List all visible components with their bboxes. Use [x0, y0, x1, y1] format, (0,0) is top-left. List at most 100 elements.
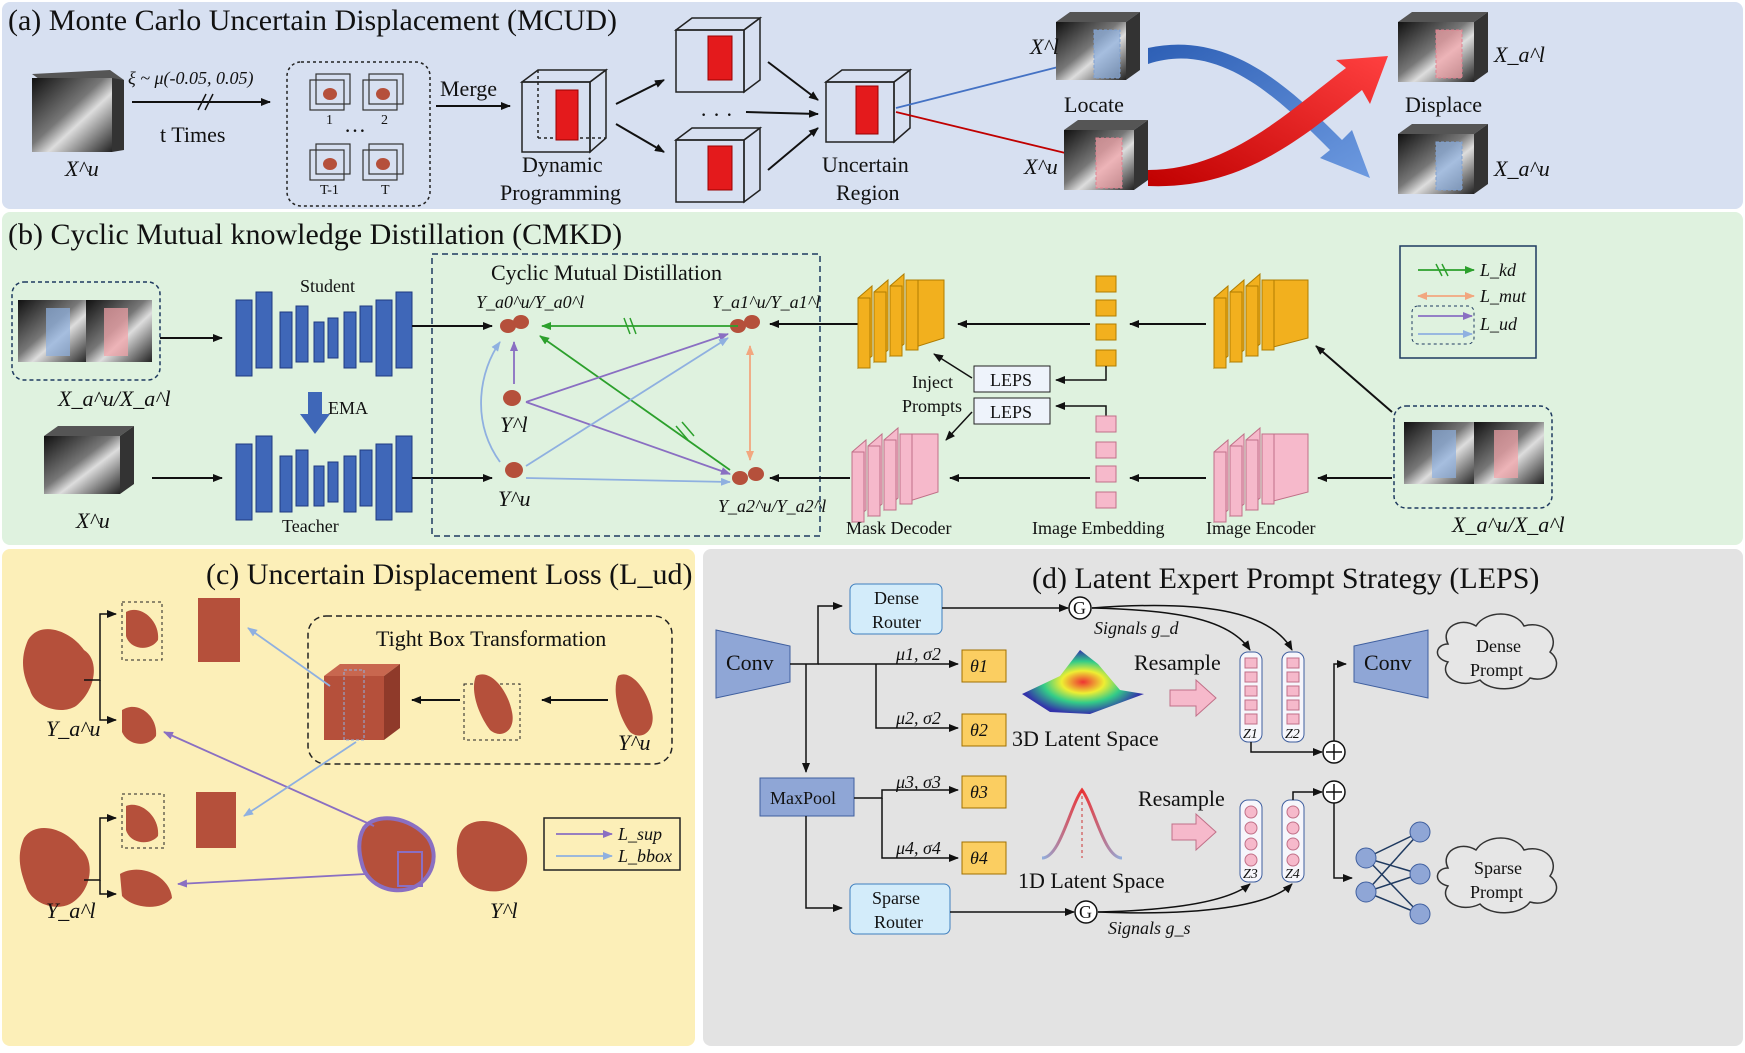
maxpool-to-sparse-router [805, 816, 843, 912]
sample-organs [323, 88, 390, 170]
expert-1-label: θ1 [970, 656, 988, 676]
break-mark-2 [204, 93, 214, 111]
organ-yal [19, 827, 90, 907]
expert-4 [961, 841, 1007, 875]
samples-box [286, 61, 431, 207]
dense-gate-label: G [1073, 598, 1086, 618]
tight-box-title: Tight Box Transformation [376, 626, 606, 651]
sparse-router-label-2: Router [874, 912, 923, 932]
merge-label: Merge [440, 76, 497, 101]
leps-box-top [973, 365, 1051, 393]
z1-to-sum [1250, 742, 1323, 756]
organ-yau [23, 629, 94, 711]
panel-c-background [2, 549, 695, 1046]
split-arrow-bottom-1 [84, 814, 117, 881]
conv-output-label: Conv [1364, 650, 1412, 675]
conv-to-dense-router [790, 602, 843, 665]
signals-d-label: Signals g_d [1094, 618, 1180, 638]
input-pair-volumes [18, 300, 152, 362]
pink-embedding [1095, 415, 1117, 509]
mu2-label: μ2, σ2 [895, 708, 941, 728]
candidate-arrow-mid [745, 109, 819, 118]
legend-mut-label: L_mut [1479, 286, 1527, 306]
gate-to-z3 [1097, 883, 1251, 913]
ct-volume-input-a [32, 70, 124, 152]
sup-arrow-top [163, 731, 375, 827]
tight-box-dashed [463, 683, 521, 741]
candidate-top-red [707, 35, 733, 81]
noise-label: ξ ~ μ(-0.05, 0.05) [128, 68, 253, 89]
conv-output [1353, 629, 1429, 699]
expert-3-label: θ3 [970, 782, 988, 802]
conv-to-expert-2 [875, 664, 959, 732]
sam-input-to-orange [1315, 345, 1393, 413]
student-label: Student [300, 276, 355, 296]
latent-3d-label: 3D Latent Space [1012, 726, 1159, 751]
teacher-network [235, 435, 413, 521]
dense-prompt-label-2: Prompt [1470, 660, 1523, 680]
dp-arrow-down [615, 123, 665, 153]
image-embedding-label: Image Embedding [1032, 518, 1164, 538]
z3-label: Z3 [1243, 867, 1258, 882]
sparse-router [849, 883, 951, 935]
y-l-label-c: Y^l [490, 898, 518, 923]
candidate-cube-top [673, 16, 763, 94]
ct-volume-xl [1056, 12, 1140, 80]
sparse-prompt-label-2: Prompt [1470, 882, 1523, 902]
orange-decoder [857, 272, 945, 370]
sam-input-box [1393, 405, 1553, 509]
legend-ud-label: L_ud [1479, 314, 1518, 334]
y-a2-label: Y_a2^u/Y_a2^l [718, 496, 826, 516]
cmd-title: Cyclic Mutual Distillation [491, 260, 722, 285]
samples-ellipsis: … [344, 112, 366, 137]
maxpool-label: MaxPool [770, 788, 836, 808]
uncertain-label-2: Region [836, 180, 900, 205]
split-arrow-top-2 [99, 680, 117, 724]
expert-4-label: θ4 [970, 848, 988, 868]
expert-3 [961, 775, 1007, 809]
bbox-arrow-bottom [243, 741, 357, 817]
remainder-organ-top [122, 706, 157, 744]
cube-bottom [196, 792, 236, 848]
uncertain-cube [823, 68, 913, 144]
xau-label: X_a^u [1493, 156, 1550, 181]
split-arrow-top-1 [84, 610, 117, 681]
dense-gate [1068, 596, 1092, 620]
split-arrow-bottom-2 [99, 880, 117, 898]
teacher-label: Teacher [282, 516, 339, 536]
displace-arc-blue [1148, 44, 1370, 178]
bbox-arrow-top [247, 627, 331, 687]
sample-label-t-1: T-1 [320, 183, 339, 198]
kd-break-3 [675, 425, 689, 441]
mask-decoder-label: Mask Decoder [846, 518, 951, 538]
tight-cube-dashed [343, 669, 365, 741]
panel-d: (d) Latent Expert Prompt Strategy (LEPS)… [715, 562, 1558, 938]
candidate-arrow-bottom [767, 127, 819, 171]
dp-arrow-up [615, 79, 665, 105]
signals-s-label: Signals g_s [1108, 918, 1191, 938]
ct-volume-xal [1398, 12, 1488, 82]
legend-kd-break-1 [1435, 263, 1443, 277]
y-a1-label: Y_a1^u/Y_a1^l [712, 292, 820, 312]
z3-z4-cells [1244, 805, 1300, 867]
dp-red-region [555, 89, 579, 141]
pink-emb-to-leps [1055, 402, 1107, 418]
sample-label-1: 1 [326, 113, 333, 128]
student-network [235, 291, 413, 377]
locate-label: Locate [1064, 92, 1124, 117]
tight-organ [473, 674, 513, 734]
gate-to-z2 [1091, 604, 1293, 651]
expert-2-label: θ2 [970, 720, 988, 740]
sam-input-label: X_a^u/X_a^l [1451, 512, 1565, 537]
sum-to-mlp [1333, 803, 1353, 882]
tight-cube-side [384, 664, 400, 740]
dense-router [849, 583, 943, 635]
y-l-label-b: Y^l [500, 412, 528, 437]
image-encoder-label: Image Encoder [1206, 518, 1315, 538]
cmd-box [431, 253, 821, 537]
crop-organ-bottom [126, 804, 159, 843]
sum-to-conv [1333, 660, 1347, 741]
leps-to-pink-decoder [945, 411, 973, 441]
dp-cube [519, 68, 609, 154]
